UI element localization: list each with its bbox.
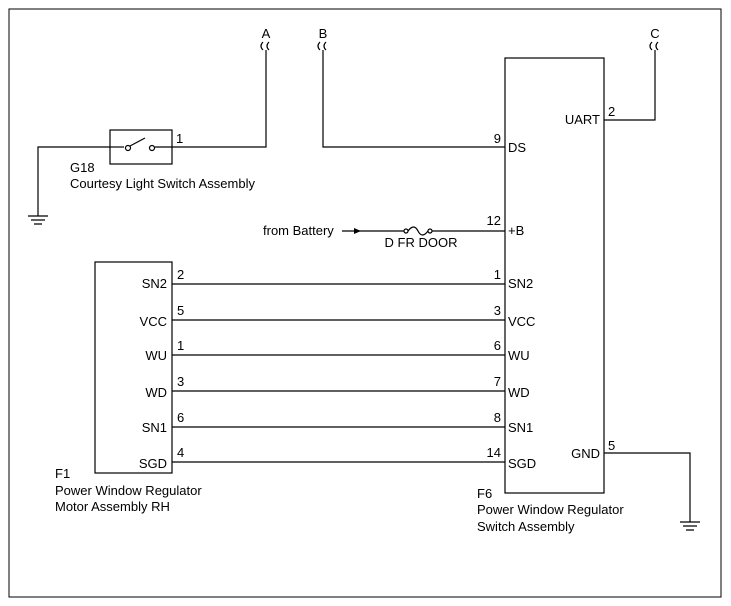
f1-name-line2: Motor Assembly RH <box>55 499 170 514</box>
f1-pin-number: 6 <box>177 410 184 425</box>
wire-a-to-g18 <box>172 50 267 148</box>
f6-ds-pin-number: 9 <box>494 131 501 146</box>
connector-a: A <box>172 26 271 148</box>
f6-pin-label: SN1 <box>508 420 533 435</box>
g18-switch-blade <box>129 137 146 147</box>
battery-feed: from Battery D FR DOOR <box>263 223 505 250</box>
f1-pin-label: SN2 <box>142 276 167 291</box>
connector-a-break-symbol <box>260 41 270 51</box>
ground-icon <box>680 521 700 531</box>
connector-c-break-symbol <box>649 41 659 51</box>
f1-pin-label: SGD <box>139 456 167 471</box>
f1-pin-label: VCC <box>140 314 167 329</box>
f1-pin-number: 2 <box>177 267 184 282</box>
connector-c: C <box>604 26 660 121</box>
f1-pin-number: 1 <box>177 338 184 353</box>
connector-b-break-symbol <box>317 41 327 51</box>
signal-wire-sgd: SGD 4 14 SGD <box>139 445 536 471</box>
from-battery-label: from Battery <box>263 223 334 238</box>
f6-uart-pin-number: 2 <box>608 104 615 119</box>
g18-switch-contact-right <box>148 144 156 152</box>
f1-name-line1: Power Window Regulator <box>55 483 202 498</box>
f6-gnd-pin-number: 5 <box>608 438 615 453</box>
f1-pin-number: 4 <box>177 445 184 460</box>
f1-pin-label: WD <box>145 385 167 400</box>
f1-pin-number: 3 <box>177 374 184 389</box>
f6-pin-number: 3 <box>494 303 501 318</box>
connector-a-label: A <box>262 26 271 41</box>
f1-pin-number: 5 <box>177 303 184 318</box>
f6-switch-assembly: 9 DS UART 2 12 +B GND 5 F6 Power Window … <box>477 57 700 534</box>
f6-pin-label: WU <box>508 348 530 363</box>
signal-wire-vcc: VCC 5 3 VCC <box>140 303 536 329</box>
battery-arrow-icon <box>354 228 361 234</box>
f6-ground-wire <box>604 452 691 522</box>
f6-ds-label: DS <box>508 140 526 155</box>
f6-code: F6 <box>477 486 492 501</box>
f6-pin-number: 6 <box>494 338 501 353</box>
connector-b-label: B <box>319 26 328 41</box>
f6-bplus-label: +B <box>508 223 524 238</box>
signal-wire-wd: WD 3 7 WD <box>145 374 529 400</box>
wire-b-to-ds <box>322 50 505 148</box>
fuse-icon <box>403 226 433 236</box>
g18-code: G18 <box>70 160 95 175</box>
f6-pin-label: SGD <box>508 456 536 471</box>
f1-box <box>94 261 173 474</box>
f6-pin-number: 14 <box>487 445 501 460</box>
f6-name-line2: Switch Assembly <box>477 519 575 534</box>
f6-box <box>504 57 605 494</box>
f6-pin-number: 8 <box>494 410 501 425</box>
g18-switch-assembly: 1 G18 Courtesy Light Switch Assembly <box>28 129 255 225</box>
ground-icon <box>28 215 48 225</box>
diagram-frame <box>8 8 722 598</box>
g18-name: Courtesy Light Switch Assembly <box>70 176 255 191</box>
connector-b: B <box>317 26 505 148</box>
g18-switch-contact-left <box>124 144 132 152</box>
signal-wire-wu: WU 1 6 WU <box>145 338 529 363</box>
f1-code: F1 <box>55 466 70 481</box>
signal-wire-sn2: SN2 2 1 SN2 <box>142 267 534 291</box>
f6-uart-label: UART <box>565 112 600 127</box>
wire-c-to-uart <box>604 50 656 121</box>
f6-pin-number: 7 <box>494 374 501 389</box>
g18-ground-wire <box>37 146 110 216</box>
f6-gnd-label: GND <box>571 446 600 461</box>
f1-pin-label: SN1 <box>142 420 167 435</box>
f6-bplus-pin-number: 12 <box>487 213 501 228</box>
f6-pin-label: WD <box>508 385 530 400</box>
f1-pin-label: WU <box>145 348 167 363</box>
f6-pin-number: 1 <box>494 267 501 282</box>
fuse-label: D FR DOOR <box>385 235 458 250</box>
signal-wire-sn1: SN1 6 8 SN1 <box>142 410 534 435</box>
f6-pin-label: SN2 <box>508 276 533 291</box>
f6-pin-label: VCC <box>508 314 535 329</box>
f1-motor-assembly: F1 Power Window Regulator Motor Assembly… <box>55 261 202 514</box>
connector-c-label: C <box>650 26 659 41</box>
g18-pin-number: 1 <box>176 131 183 146</box>
f6-name-line1: Power Window Regulator <box>477 502 624 517</box>
